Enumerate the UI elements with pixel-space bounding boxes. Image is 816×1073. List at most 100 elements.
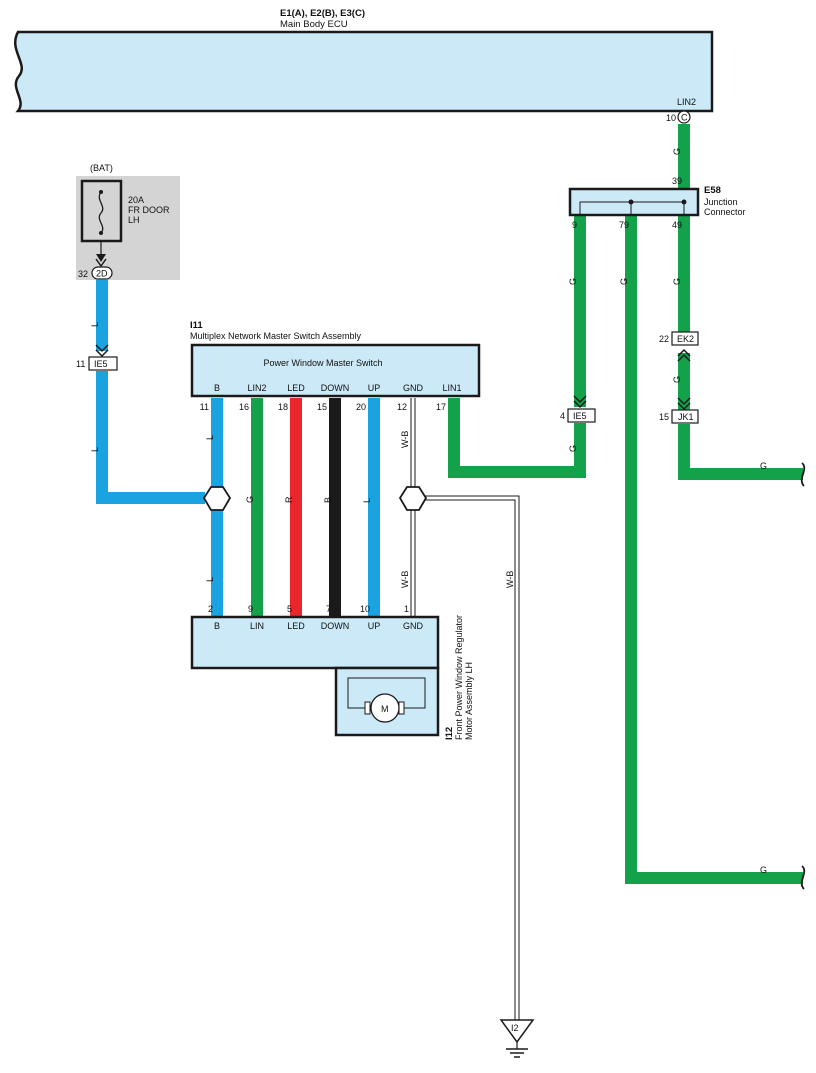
wire-g-ie5-lin1: [448, 398, 586, 478]
splice-point-b: [202, 486, 232, 511]
wire-label-b-down: B: [323, 497, 333, 503]
wire-label-wb-3: W-B: [505, 571, 515, 588]
wire-label-r-led: R: [284, 496, 294, 503]
motor-icon: [370, 693, 400, 723]
wire-label-g-2: G: [568, 278, 578, 285]
fuse-supply: (BAT): [90, 163, 113, 173]
ek2-pin: 22: [659, 334, 669, 344]
ek2-label: EK2: [677, 334, 694, 344]
ecu-box: [14, 30, 714, 113]
master-term-down: DOWN: [321, 383, 350, 393]
wire-label-g-6: G: [568, 445, 578, 452]
master-pin-b: 11: [200, 402, 209, 412]
wire-label-wb-2: W-B: [400, 571, 410, 588]
master-box: [190, 343, 481, 398]
wire-label-g-3: G: [619, 278, 629, 285]
reg-pin-gnd: 1: [404, 604, 409, 614]
wire-label-l-up: L: [362, 498, 372, 503]
ecu-terminal-label: LIN2: [677, 97, 696, 107]
wire-label-g-lin: G: [245, 496, 255, 503]
wire-break-icon-top: [800, 462, 806, 487]
reg-pin-down: 7: [326, 604, 331, 614]
ground-i2: I2: [499, 1019, 535, 1058]
ie5-right-chevron-icon: [573, 395, 587, 409]
reg-term-gnd: GND: [403, 621, 424, 631]
fuse-name-2: LH: [128, 215, 140, 225]
fuse-conn-label: 2D: [96, 269, 108, 279]
master-pin-lin1: 17: [436, 402, 446, 412]
reg-term-lin: LIN: [250, 621, 264, 631]
jk1-pin: 15: [659, 412, 669, 422]
ie5-right-pin: 4: [560, 411, 565, 421]
reg-pin-b: 2: [208, 604, 213, 614]
fuse-arrow-icon: [96, 254, 106, 262]
master-pin-down: 15: [317, 402, 327, 412]
junction-name-1: Junction: [704, 197, 738, 207]
master-pin-led: 18: [278, 402, 288, 412]
master-pin-up: 20: [356, 402, 366, 412]
motor-label: M: [381, 704, 389, 714]
reg-term-b: B: [214, 621, 220, 631]
wire-g-jk1-out: [678, 424, 803, 480]
connector-ie5-right: IE5 4: [560, 395, 596, 423]
wire-g-junction-bottom: [625, 216, 803, 884]
regulator-name-1: Front Power Window Regulator: [454, 615, 464, 740]
master-term-gnd: GND: [403, 383, 424, 393]
junction-pin-mid: 79: [619, 220, 629, 230]
master-pin-lin2: 16: [239, 402, 249, 412]
master-code: I11: [190, 320, 203, 331]
master-term-b: B: [214, 383, 220, 393]
master-title: Power Window Master Switch: [263, 358, 382, 368]
wire-label-g-8: G: [760, 865, 767, 875]
ground-triangle: [499, 1019, 535, 1044]
ecu-code: E1(A), E2(B), E3(C): [280, 8, 365, 19]
master-name: Multiplex Network Master Switch Assembly: [190, 331, 362, 341]
fuse-background: [76, 176, 180, 280]
jk1-chevron-icon: [677, 397, 691, 411]
ie5-left-pin: 11: [76, 359, 85, 369]
wire-l-ie5-splice: [96, 371, 205, 504]
wire-label-wb-1: W-B: [400, 431, 410, 448]
master-term-up: UP: [368, 383, 381, 393]
motor-left-brush: [364, 701, 371, 715]
junction-pin-left: 9: [572, 220, 577, 230]
splice-point-gnd: [398, 486, 428, 511]
fuse-rating: 20A: [128, 195, 144, 205]
junction-name-2: Connector: [704, 207, 746, 217]
ecu-pin: 10: [666, 113, 676, 123]
reg-term-led: LED: [287, 621, 305, 631]
wire-label-l-b1: L: [205, 435, 215, 440]
fuse-name-1: FR DOOR: [128, 205, 170, 215]
ie5-left-label: IE5: [94, 359, 108, 369]
connector-ie5-left: IE5 11: [76, 344, 118, 371]
motor-right-brush: [398, 701, 405, 715]
master-term-lin1: LIN1: [442, 383, 461, 393]
ecu-connector: [677, 110, 691, 124]
connector-chevron-icon: [95, 344, 109, 358]
fuse-pin: 32: [78, 269, 88, 279]
junction-code: E58: [704, 185, 721, 196]
regulator-name-2: Motor Assembly LH: [464, 662, 474, 740]
wire-wb-gnd: [410, 398, 520, 1020]
ecu-name: Main Body ECU: [280, 19, 348, 30]
main-body-ecu: E1(A), E2(B), E3(C) Main Body ECU LIN2 1…: [14, 8, 714, 155]
fuse-element-icon: [98, 191, 104, 234]
wires: [96, 124, 803, 1020]
fuse-connector: [91, 266, 113, 280]
wire-label-l-2: L: [90, 447, 100, 452]
wire-label-g-7: G: [760, 461, 767, 471]
wire-label-g-4: G: [672, 278, 682, 285]
wire-label-g-ecu: G: [672, 148, 682, 155]
wire-break-icon-bottom: [800, 865, 806, 890]
junction-pin-top: 39: [672, 176, 682, 186]
junction-connector-e58: 39 9 79 49 E58 Junction Connector: [568, 176, 746, 230]
ground-label: I2: [511, 1023, 519, 1033]
jk1-label: JK1: [678, 412, 694, 422]
reg-term-up: UP: [368, 621, 381, 631]
connector-ek2: EK2 22: [659, 331, 699, 362]
master-term-lin2: LIN2: [247, 383, 266, 393]
junction-pin-right: 49: [672, 220, 682, 230]
wire-label-l-b2: L: [205, 577, 215, 582]
regulator-box: [190, 615, 440, 670]
